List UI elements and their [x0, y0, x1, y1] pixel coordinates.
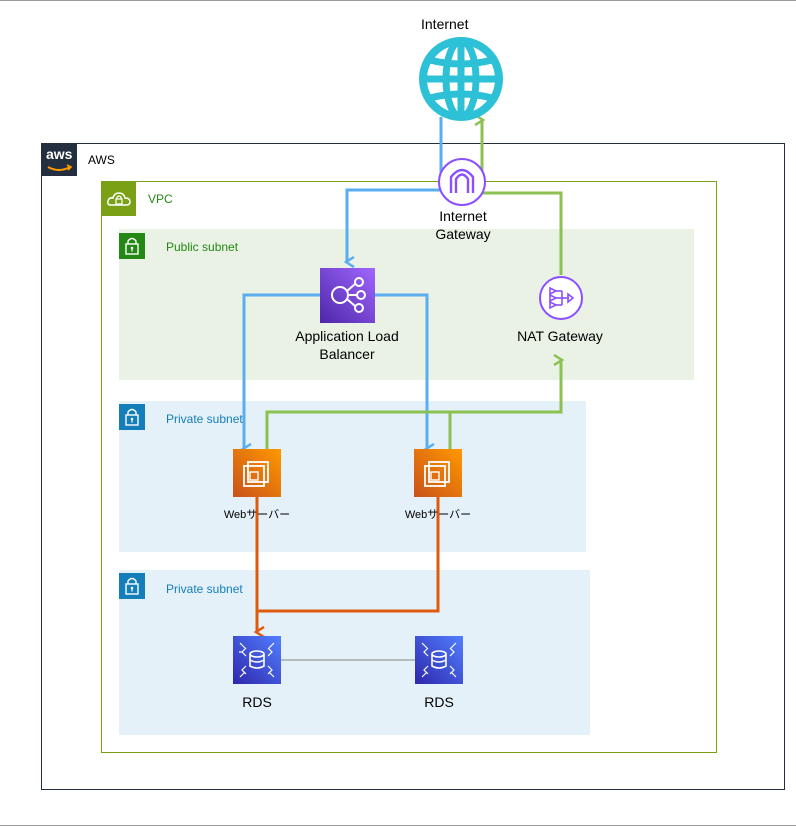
vpc-group — [101, 181, 717, 753]
aws-smile-icon — [47, 164, 73, 171]
public-subnet-label: Public subnet — [166, 240, 239, 254]
igw-label: Internet Gateway — [423, 207, 503, 243]
padlock-icon — [119, 233, 145, 259]
private-subnet-group-db — [119, 570, 590, 735]
rds-label-2: RDS — [424, 694, 454, 710]
flow-alb-to-web1 — [244, 293, 320, 449]
padlock-icon — [119, 404, 145, 430]
private-subnet-label-1: Private subnet — [166, 412, 243, 426]
aws-cloud-group — [41, 143, 785, 790]
alb-label-line1: Application Load — [295, 328, 399, 344]
flow-internet-to-alb — [347, 117, 443, 262]
aws-logo-icon: aws — [41, 143, 77, 176]
ec2-instance-icon — [233, 449, 281, 497]
public-subnet-group — [119, 229, 694, 380]
web-server-label-1: Webサーバー — [223, 509, 291, 521]
globe-icon — [419, 37, 503, 121]
alb-label: Application Load Balancer — [277, 327, 417, 363]
igw-label-line1: Internet — [439, 208, 487, 224]
aws-group-label: AWS — [88, 153, 115, 167]
nat-label: NAT Gateway — [517, 328, 603, 344]
nat-gateway-icon — [539, 276, 583, 320]
cloud-lock-icon — [102, 182, 136, 216]
flow-web1-to-nat — [265, 360, 561, 449]
rds-database-icon — [415, 636, 463, 684]
load-balancer-icon — [320, 268, 375, 323]
aws-logo-text: aws — [46, 146, 73, 162]
web-server-label-2: Webサーバー — [404, 509, 472, 521]
top-border — [0, 0, 796, 1]
flow-web2-to-rds — [257, 497, 440, 613]
flow-alb-to-web2 — [375, 293, 427, 449]
rds-database-icon — [233, 636, 281, 684]
internet-gateway-icon — [438, 158, 486, 206]
igw-label-line2: Gateway — [435, 226, 491, 242]
ec2-instance-icon — [414, 449, 462, 497]
flow-nat-to-internet — [482, 120, 563, 275]
alb-label-line2: Balancer — [319, 346, 375, 362]
private-subnet-label-2: Private subnet — [166, 582, 243, 596]
internet-label: Internet — [421, 16, 469, 32]
padlock-icon — [119, 573, 145, 599]
rds-label-1: RDS — [242, 694, 272, 710]
vpc-group-label: VPC — [148, 192, 173, 206]
private-subnet-group-web — [119, 401, 586, 552]
